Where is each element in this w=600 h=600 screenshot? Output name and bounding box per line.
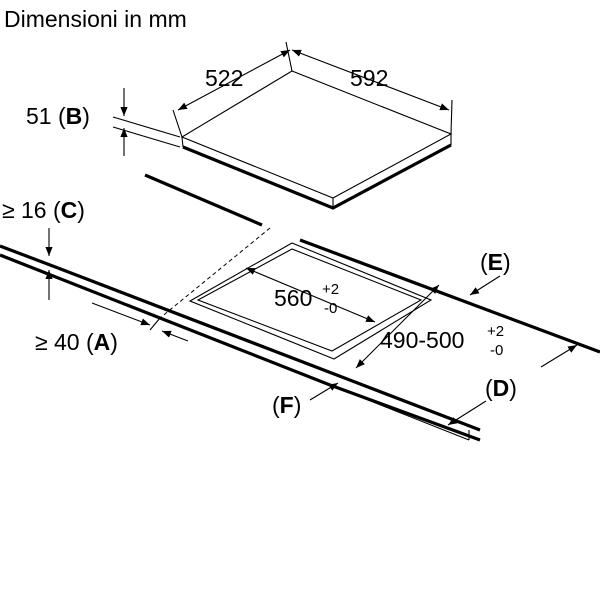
diagram-title: Dimensioni in mm: [4, 6, 187, 32]
cutout-width-label: 560: [274, 285, 312, 311]
clearance-c-label: ≥ 16 (C): [2, 197, 85, 223]
cutout-width-tol-plus: +2: [322, 281, 339, 298]
dimension-a: ≥ 40 (A): [35, 302, 189, 355]
hob-width-label: 592: [350, 65, 388, 91]
dimension-f: (F): [272, 382, 339, 418]
cutout-depth-tol-minus: -0: [490, 342, 503, 359]
cutout-depth-tol-plus: +2: [487, 323, 504, 340]
dimension-592: 592: [291, 49, 453, 135]
dimension-c: ≥ 16 (C): [2, 197, 85, 300]
dimension-e: (E): [469, 249, 511, 296]
clearance-e-label: (E): [480, 249, 511, 275]
clearance-f-label: (F): [272, 392, 301, 418]
cutout-depth-label: 490-500: [380, 327, 464, 353]
hob-height-label: 51 (B): [26, 103, 90, 129]
worktop: [0, 173, 600, 442]
cutout-width-tol-minus: -0: [324, 300, 337, 317]
dimension-51-b: 51 (B): [26, 88, 181, 156]
alignment-dashed-line: [159, 227, 271, 319]
hob-depth-label: 522: [205, 65, 243, 91]
dimension-490-500: 490-500 +2 -0: [355, 284, 504, 369]
dimension-d: (D): [447, 344, 578, 426]
dimension-560: 560 +2 -0: [245, 267, 376, 323]
clearance-a-label: ≥ 40 (A): [35, 329, 118, 355]
clearance-d-label: (D): [485, 375, 517, 401]
dimension-522: 522: [172, 41, 293, 138]
hob-outline: [180, 70, 453, 210]
